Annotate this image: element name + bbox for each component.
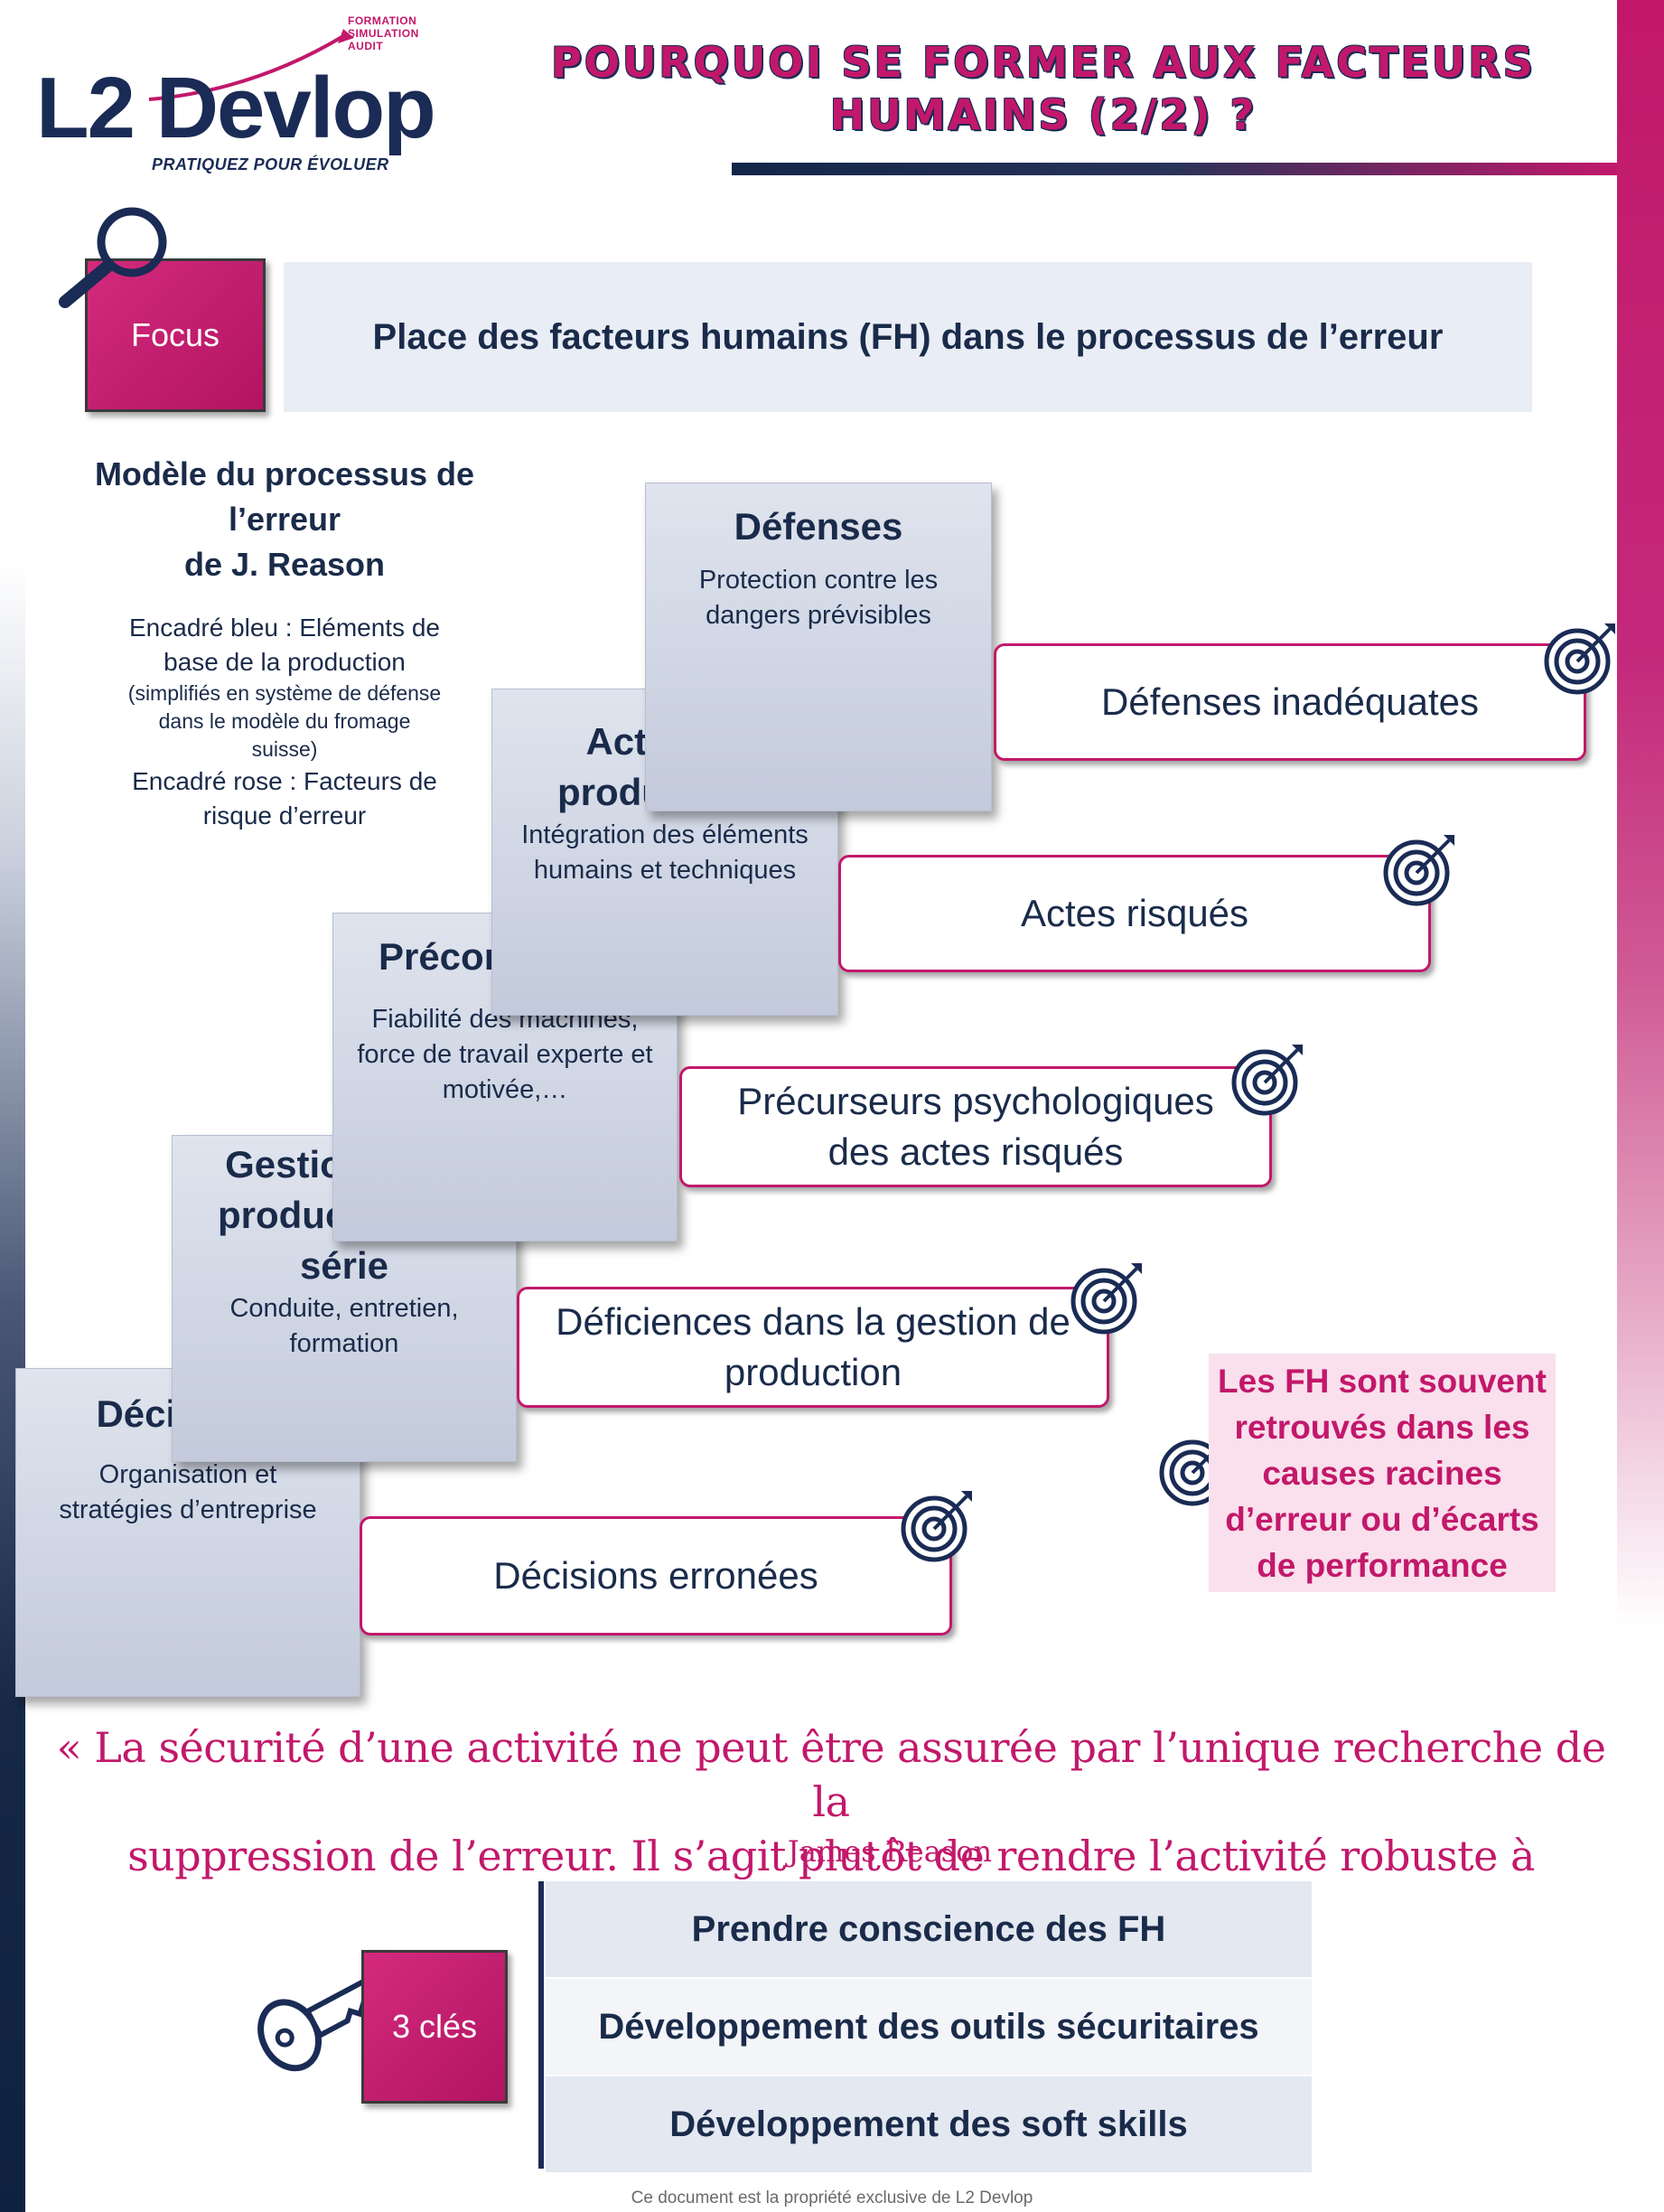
risk-deficiences-gestion: Déficiences dans la gestion de productio… [517,1287,1109,1408]
logo-wordmark: L2 Devlop [36,60,436,156]
stair-defenses: Défenses Protection contre les dangers p… [645,483,992,811]
key-item: Développement des soft skills [546,2076,1312,2172]
legend-line: (simplifiés en système de défense [127,681,442,705]
risk-text: production [724,1351,902,1393]
focus-label: Focus [130,316,220,353]
target-icon [901,1491,972,1562]
risk-actes-risques: Actes risqués [838,855,1431,972]
fh-note-line: d’erreur ou d’écarts [1225,1500,1539,1538]
legend-line: Encadré bleu : Eléments de [129,614,440,642]
stair-desc-line: Organisation et [98,1460,277,1489]
fh-note-line: Les FH sont souvent [1218,1362,1547,1400]
footer-copyright: Ce document est la propriété exclusive d… [631,2189,1033,2207]
keys-label: 3 clés [391,2008,478,2045]
risk-precurseurs-psychologiques: Précurseurs psychologiques des actes ris… [679,1066,1272,1187]
page-title-line-2: HUMAINS (2/2) ? [829,90,1257,139]
stair-desc-line: motivée,… [442,1075,568,1104]
target-icon [1544,623,1615,695]
quote-line: « La sécurité d’une activité ne peut êtr… [56,1723,1606,1826]
legend-blue: Encadré bleu : Eléments de base de la pr… [72,611,497,680]
legend-line: suisse) [251,737,318,761]
fh-note-line: causes racines [1262,1454,1502,1492]
page-title: POURQUOI SE FORMER AUX FACTEURS HUMAINS … [488,36,1599,141]
fh-note-line: de performance [1257,1546,1508,1584]
model-title-line: Modèle du processus de [94,455,475,492]
right-decorative-band [1617,0,1664,1626]
stair-desc: Intégration des éléments humains et tech… [492,818,837,888]
model-title-line: de J. Reason [183,546,386,583]
page-title-line-1: POURQUOI SE FORMER AUX FACTEURS [551,38,1536,87]
stair-desc-line: humains et techniques [533,856,797,885]
risk-text: Actes risqués [1020,892,1249,934]
legend-line: base de la production [164,648,406,676]
key-item: Développement des outils sécuritaires [546,1979,1312,2075]
stair-desc: Fiabilité des machines, force de travail… [333,1002,677,1108]
logo-tag-audit: AUDIT [348,40,384,52]
key-item-text: Prendre conscience des FH [691,1908,1166,1949]
logo-tags: FORMATION SIMULATION AUDIT [348,14,419,52]
key-item-text: Développement des soft skills [669,2104,1188,2144]
fh-note: Les FH sont souvent retrouvés dans les c… [1209,1354,1556,1592]
logo-tag-formation: FORMATION [348,14,417,27]
key-item-text: Développement des outils sécuritaires [598,2006,1259,2047]
stair-desc-line: Protection contre les [698,566,939,595]
stair-desc-line: force de travail experte et [357,1040,653,1069]
risk-defenses-inadequates: Défenses inadéquates [994,643,1586,761]
title-underline [732,163,1617,175]
fh-note-line: retrouvés dans les [1234,1408,1530,1446]
stair-title: Défenses [734,505,903,548]
stair-desc-line: stratégies d’entreprise [59,1495,317,1524]
key-item: Prendre conscience des FH [546,1881,1312,1977]
legend-note: (simplifiés en système de défense dans l… [72,680,497,764]
target-icon [1383,835,1454,906]
logo-swoosh-icon [148,29,354,101]
legend-line: risque d’erreur [202,801,367,830]
target-icon [1070,1263,1142,1335]
risk-text: Défenses inadéquates [1101,680,1479,723]
stair-desc-line: formation [289,1329,399,1358]
logo-tagline: PRATIQUEZ POUR ÉVOLUER [152,155,389,173]
target-icon [1231,1045,1303,1116]
stair-title-line: série [299,1244,389,1287]
quote-author: James Reason [787,1834,993,1869]
stair-desc-line: Intégration des éléments [521,820,809,849]
stair-desc: Conduite, entretien, formation [173,1291,516,1362]
risk-text: des actes risqués [827,1130,1124,1173]
focus-badge: Focus [85,258,266,412]
magnifier-icon [59,207,167,308]
risk-decisions-erronees: Décisions erronées [360,1516,952,1636]
legend-line: Encadré rose : Facteurs de [132,767,437,795]
risk-text: Précurseurs psychologiques [737,1080,1214,1122]
keys-divider [538,1881,544,2169]
risk-text: Décisions erronées [493,1554,818,1597]
stair-desc: Protection contre les dangers prévisible… [646,563,991,633]
risk-text: Déficiences dans la gestion de [556,1300,1070,1343]
stair-desc: Organisation et stratégies d’entreprise [16,1457,360,1528]
model-title-line: l’erreur [228,501,341,538]
legend-line: dans le modèle du fromage [158,709,411,733]
legend-pink: Encadré rose : Facteurs de risque d’erre… [72,764,497,833]
keys-badge: 3 clés [361,1950,508,2104]
focus-banner: Place des facteurs humains (FH) dans le … [284,262,1532,412]
logo-tag-simulation: SIMULATION [348,27,419,40]
stair-desc-line: dangers prévisibles [706,601,931,630]
stair-desc-line: Conduite, entretien, [229,1294,459,1323]
model-title: Modèle du processus de l’erreur de J. Re… [72,452,497,587]
